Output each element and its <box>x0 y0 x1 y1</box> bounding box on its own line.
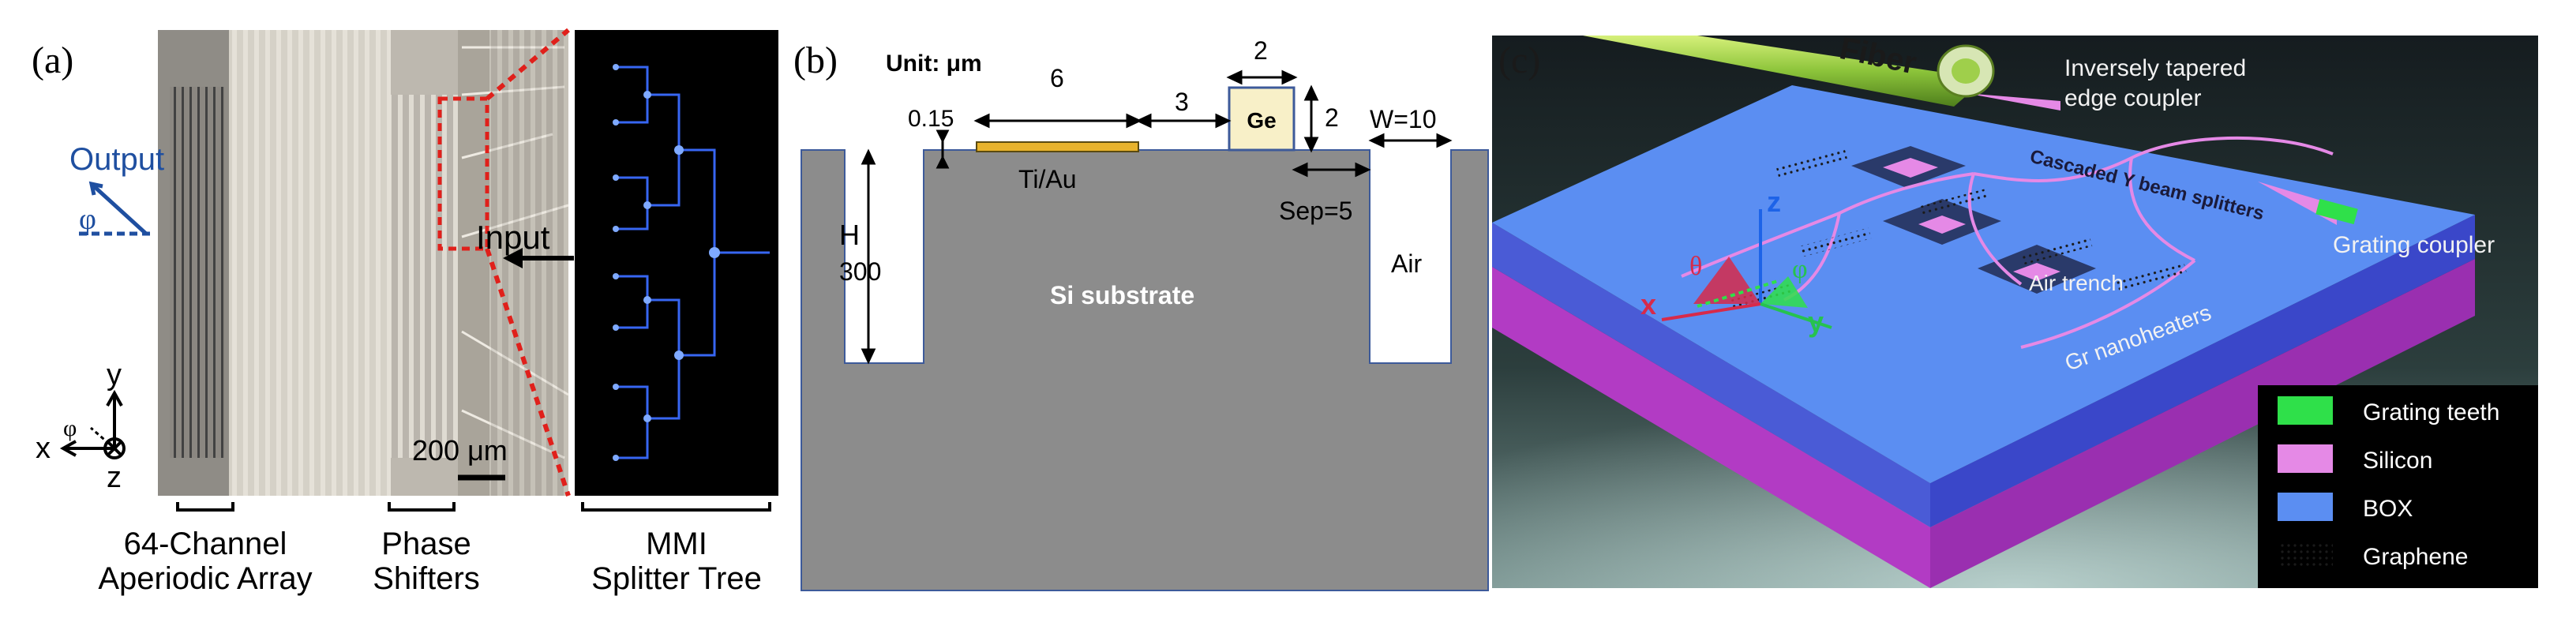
panel-a: (a) <box>32 28 778 596</box>
panel-b: (b) Unit: μm Ge Ti/Au 6 3 <box>793 36 1489 591</box>
H-label: H <box>839 219 860 251</box>
caption-array-1: 64-Channel <box>124 527 287 561</box>
phi-c: φ <box>1792 255 1808 284</box>
chip-right-side <box>1930 215 2475 527</box>
dim-2-top: 2 <box>1254 36 1268 65</box>
legend-label-silicon: Silicon <box>2363 448 2432 474</box>
electrode <box>976 141 1139 152</box>
panel-c-label: (c) <box>1498 39 1540 81</box>
dim-015: 0.15 <box>908 106 954 132</box>
zoom-line-top <box>486 28 570 101</box>
width-label: W=10 <box>1370 105 1436 133</box>
legend: Grating teeth Silicon BOX Graphene <box>2258 385 2538 588</box>
legend-label-graphene: Graphene <box>2363 544 2468 570</box>
edge-coupler-label-1: Inversely tapered <box>2064 55 2246 81</box>
output-phi: φ <box>79 203 96 236</box>
legend-swatch-grating <box>2278 396 2333 425</box>
input-label: Input <box>476 219 550 256</box>
axis-x-label: x <box>36 432 51 465</box>
dim-3: 3 <box>1175 88 1189 116</box>
chip-top <box>1492 85 2475 483</box>
chip-box-side <box>1492 223 1930 527</box>
chip-silicon-side <box>1492 267 1930 588</box>
air-trench-label: Air trench <box>2029 271 2124 295</box>
axis-y-c: y <box>1808 306 1824 338</box>
dim-2-side: 2 <box>1325 103 1339 132</box>
panel-b-label: (b) <box>793 39 838 81</box>
legend-swatch-graphene <box>2278 541 2333 569</box>
h-value: 300 <box>839 257 881 286</box>
axis-z-c: z <box>1767 186 1781 218</box>
fiber <box>1583 36 1995 107</box>
theta-c: θ <box>1689 252 1702 281</box>
caption-array-2: Aperiodic Array <box>98 561 312 596</box>
axes-icon <box>59 389 126 459</box>
highlight-box <box>437 96 489 251</box>
grating-teeth <box>2315 198 2358 225</box>
ge-label: Ge <box>1247 108 1276 133</box>
axis-z-label: z <box>107 461 122 494</box>
edge-coupler-label-2: edge coupler <box>2064 85 2201 111</box>
unit-label: Unit: μm <box>886 51 982 77</box>
legend-swatch-silicon <box>2278 444 2333 473</box>
legend-label-box: BOX <box>2363 496 2413 522</box>
panel-a-label: (a) <box>32 39 73 81</box>
chip-silicon-right <box>1930 259 2475 588</box>
input-arrow-icon <box>503 248 574 268</box>
caption-phase-2: Shifters <box>373 561 480 596</box>
substrate-label: Si substrate <box>1050 281 1194 309</box>
legend-label-grating: Grating teeth <box>2363 399 2499 425</box>
air-label: Air <box>1391 249 1422 278</box>
si-substrate <box>801 149 1489 591</box>
output-angle-icon <box>79 181 150 236</box>
legend-swatch-box <box>2278 493 2333 521</box>
output-label: Output <box>69 142 164 177</box>
caption-mmi-1: MMI <box>646 527 707 561</box>
caption-mmi-2: Splitter Tree <box>591 561 762 596</box>
panel-c: Fiber z x y θ φ (c) Inversely tapered ed… <box>1492 31 2538 588</box>
axis-y-label: y <box>107 358 122 392</box>
dimension-arrows <box>861 69 1453 365</box>
mmi-splitter-image <box>575 30 778 496</box>
scale-bar-label: 200 μm <box>412 434 508 467</box>
ge-block <box>1228 86 1295 152</box>
zoom-line-bottom <box>485 248 571 497</box>
electrode-label: Ti/Au <box>1018 165 1077 193</box>
axes-3d-icon <box>1661 209 1832 329</box>
dim-6: 6 <box>1050 64 1064 92</box>
sep-label: Sep=5 <box>1279 197 1352 225</box>
edge-coupler <box>1966 93 2060 111</box>
axis-x-c: x <box>1640 288 1656 320</box>
axis-phi-label: φ <box>63 415 77 441</box>
grating-coupler-label: Grating coupler <box>2333 232 2495 258</box>
caption-phase-1: Phase <box>381 527 471 561</box>
caption-brackets <box>176 502 771 512</box>
micrograph-image <box>158 30 569 496</box>
